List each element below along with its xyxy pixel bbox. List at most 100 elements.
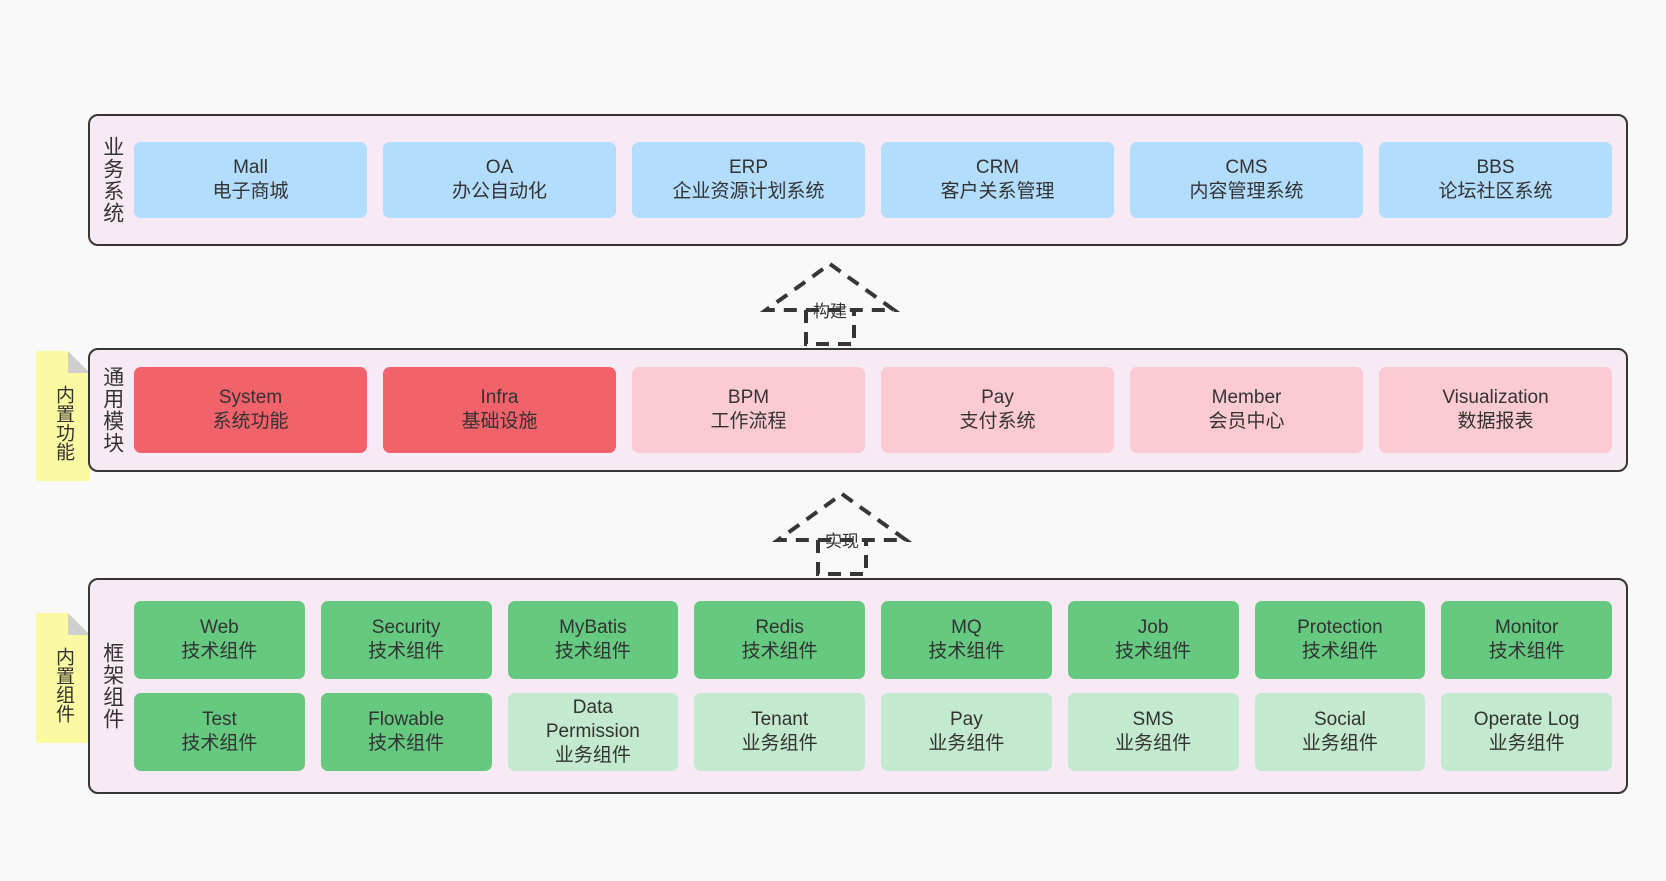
box-web-subtitle: 技术组件 <box>181 641 258 662</box>
box-protection[interactable]: Protection 技术组件 <box>1254 601 1426 679</box>
box-redis-subtitle: 技术组件 <box>741 641 818 662</box>
box-security-subtitle: 技术组件 <box>368 641 445 662</box>
box-member-title: Member <box>1211 386 1282 408</box>
note-builtin-components: 内置组件 <box>36 613 90 743</box>
box-bpm-subtitle: 工作流程 <box>710 411 787 432</box>
box-crm-subtitle: 客户关系管理 <box>940 181 1055 202</box>
box-mq-subtitle: 技术组件 <box>928 641 1005 662</box>
note-builtin-components-text: 内置组件 <box>53 647 75 723</box>
box-job-title: Job <box>1137 616 1169 638</box>
box-flowable-title: Flowable <box>368 708 445 730</box>
box-mall-subtitle: 电子商城 <box>212 181 289 202</box>
implement-arrowhead <box>772 491 912 542</box>
row-business-systems: Mall 电子商城 OA 办公自动化 ERP 企业资源计划系统 CRM 客户关系… <box>134 142 1612 218</box>
box-test-subtitle: 技术组件 <box>181 733 258 754</box>
box-monitor-subtitle: 技术组件 <box>1488 641 1565 662</box>
box-monitor[interactable]: Monitor 技术组件 <box>1441 601 1612 679</box>
box-pay-business-title: Pay <box>950 708 983 730</box>
box-tenant-title: Tenant <box>751 708 809 730</box>
implement-arrow-stem <box>816 540 868 576</box>
box-pay-subtitle: 支付系统 <box>959 411 1036 432</box>
box-erp-title: ERP <box>728 156 769 178</box>
layer-title-framework-component: 框架组件 <box>100 642 124 730</box>
box-pay[interactable]: Pay 支付系统 <box>881 367 1114 453</box>
box-infra[interactable]: Infra 基础设施 <box>383 367 616 453</box>
box-tenant-subtitle: 业务组件 <box>741 733 818 754</box>
note-builtin-features: 内置功能 <box>36 351 90 481</box>
box-bpm[interactable]: BPM 工作流程 <box>632 367 865 453</box>
box-visualization-title: Visualization <box>1442 386 1549 408</box>
build-arrowhead <box>760 261 900 312</box>
box-bbs-title: BBS <box>1476 156 1515 178</box>
box-member[interactable]: Member 会员中心 <box>1130 367 1363 453</box>
box-crm[interactable]: CRM 客户关系管理 <box>881 142 1114 218</box>
box-redis-title: Redis <box>755 616 804 638</box>
box-mybatis-subtitle: 技术组件 <box>554 641 631 662</box>
box-web[interactable]: Web 技术组件 <box>134 601 305 679</box>
box-mq[interactable]: MQ 技术组件 <box>881 601 1052 679</box>
box-pay-business-subtitle: 业务组件 <box>928 733 1005 754</box>
box-data-permission-title: Data <box>572 696 613 718</box>
box-flowable-subtitle: 技术组件 <box>368 733 445 754</box>
box-mall-title: Mall <box>233 156 268 178</box>
layer-body-business-system: Mall 电子商城 OA 办公自动化 ERP 企业资源计划系统 CRM 客户关系… <box>134 116 1626 244</box>
box-oa-title: OA <box>485 156 514 178</box>
box-member-subtitle: 会员中心 <box>1208 411 1285 432</box>
box-tenant[interactable]: Tenant 业务组件 <box>694 693 865 771</box>
box-protection-title: Protection <box>1297 616 1383 638</box>
box-social[interactable]: Social 业务组件 <box>1254 693 1426 771</box>
box-social-title: Social <box>1314 708 1366 730</box>
box-job-subtitle: 技术组件 <box>1115 641 1192 662</box>
box-infra-title: Infra <box>480 386 519 408</box>
box-bbs[interactable]: BBS 论坛社区系统 <box>1379 142 1612 218</box>
box-data-permission-title2: Permission <box>545 720 640 742</box>
box-pay-business[interactable]: Pay 业务组件 <box>881 693 1052 771</box>
box-oa[interactable]: OA 办公自动化 <box>383 142 616 218</box>
box-mall[interactable]: Mall 电子商城 <box>134 142 367 218</box>
box-security[interactable]: Security 技术组件 <box>320 601 492 679</box>
box-operate-log[interactable]: Operate Log 业务组件 <box>1441 693 1612 771</box>
layer-body-common-module: System 系统功能 Infra 基础设施 BPM 工作流程 Pay 支付系统… <box>134 350 1626 470</box>
box-infra-subtitle: 基础设施 <box>461 411 538 432</box>
box-sms[interactable]: SMS 业务组件 <box>1067 693 1239 771</box>
box-bpm-title: BPM <box>727 386 770 408</box>
box-monitor-title: Monitor <box>1494 616 1559 638</box>
layer-business-system: 业务系统 Mall 电子商城 OA 办公自动化 ERP 企业资源计划系统 CRM <box>88 114 1628 246</box>
box-system-title: System <box>218 386 283 408</box>
implement-arrow: 实现 <box>772 488 912 576</box>
box-cms[interactable]: CMS 内容管理系统 <box>1130 142 1363 218</box>
box-test[interactable]: Test 技术组件 <box>134 693 305 771</box>
box-flowable[interactable]: Flowable 技术组件 <box>320 693 492 771</box>
box-erp[interactable]: ERP 企业资源计划系统 <box>632 142 865 218</box>
layer-title-common-module: 通用模块 <box>100 366 124 454</box>
box-mybatis[interactable]: MyBatis 技术组件 <box>507 601 679 679</box>
box-pay-title: Pay <box>981 386 1014 408</box>
box-data-permission[interactable]: Data Permission 业务组件 <box>507 693 679 771</box>
note-builtin-features-text: 内置功能 <box>53 385 75 461</box>
box-bbs-subtitle: 论坛社区系统 <box>1438 181 1553 202</box>
note-fold-corner-icon <box>68 613 90 635</box>
box-cms-subtitle: 内容管理系统 <box>1189 181 1304 202</box>
box-visualization[interactable]: Visualization 数据报表 <box>1379 367 1612 453</box>
box-job[interactable]: Job 技术组件 <box>1067 601 1239 679</box>
box-redis[interactable]: Redis 技术组件 <box>694 601 865 679</box>
row-technical-components: Web 技术组件 Security 技术组件 MyBatis 技术组件 Redi… <box>134 601 1612 679</box>
box-operate-log-subtitle: 业务组件 <box>1488 733 1565 754</box>
build-arrow: 构建 <box>760 258 900 346</box>
box-crm-title: CRM <box>975 156 1020 178</box>
box-cms-title: CMS <box>1225 156 1268 178</box>
layer-common-module: 通用模块 System 系统功能 Infra 基础设施 BPM 工作流程 Pay <box>88 348 1628 472</box>
box-oa-subtitle: 办公自动化 <box>451 181 547 202</box>
box-social-subtitle: 业务组件 <box>1301 733 1378 754</box>
box-mq-title: MQ <box>951 616 982 638</box>
box-mybatis-title: MyBatis <box>559 616 627 638</box>
layer-body-framework-component: Web 技术组件 Security 技术组件 MyBatis 技术组件 Redi… <box>134 580 1626 792</box>
box-system[interactable]: System 系统功能 <box>134 367 367 453</box>
box-erp-subtitle: 企业资源计划系统 <box>672 181 825 202</box>
box-data-permission-subtitle: 业务组件 <box>554 745 631 767</box>
box-sms-title: SMS <box>1132 708 1174 730</box>
row-common-modules: System 系统功能 Infra 基础设施 BPM 工作流程 Pay 支付系统… <box>134 367 1612 453</box>
box-web-title: Web <box>200 616 239 638</box>
layer-title-business-system: 业务系统 <box>100 136 124 224</box>
